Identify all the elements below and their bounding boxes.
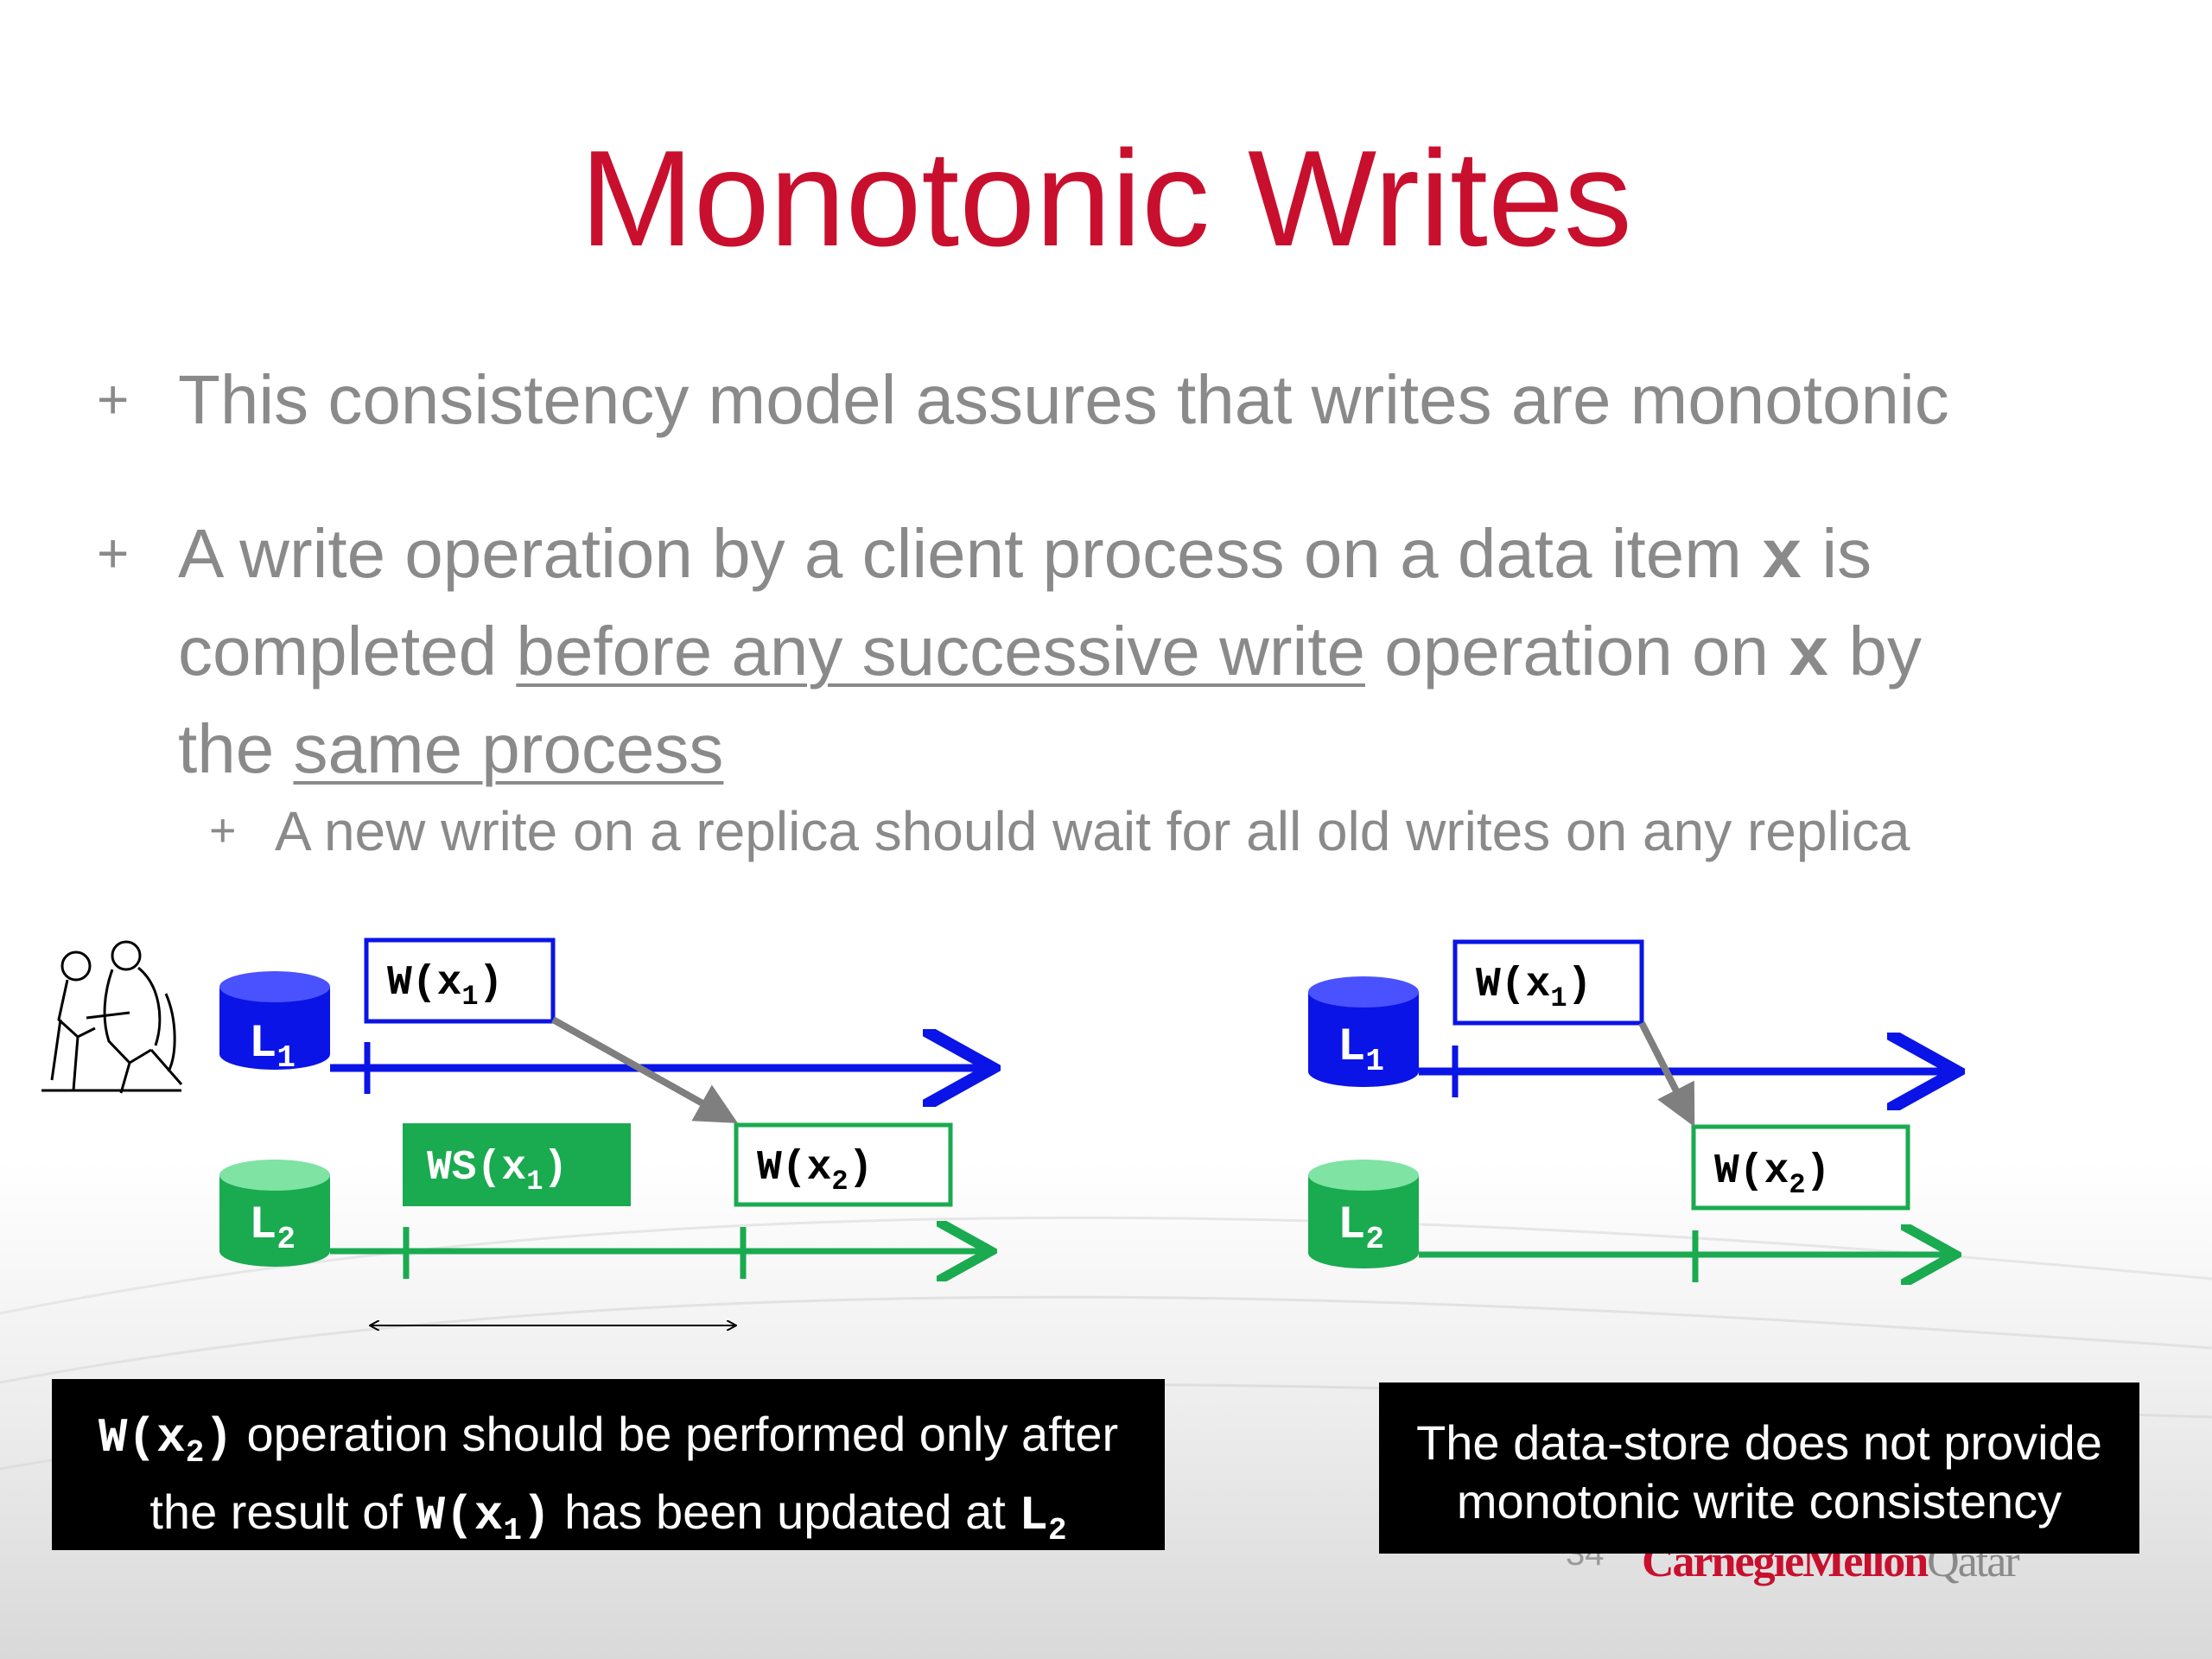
bullet-marker: + xyxy=(97,522,130,584)
l2-label-left: L2 xyxy=(249,1199,296,1257)
w-x1-label-right: W(x1) xyxy=(1476,962,1592,1014)
dependency-arrow-right xyxy=(1638,1021,1695,1128)
sub-bullet-marker: + xyxy=(209,804,237,856)
caption-right-line-1: The data-store does not provide xyxy=(1416,1415,2102,1470)
sub-bullet-new-write: A new write on a replica should wait for… xyxy=(275,800,1910,862)
replica-l1-right xyxy=(1308,976,1419,1087)
underline-same-process: same process xyxy=(293,710,724,787)
l1-label-right: L1 xyxy=(1338,1021,1384,1079)
w-x2-label-left: W(x2) xyxy=(757,1145,873,1198)
slide-title: Monotonic Writes xyxy=(580,123,1632,275)
caption-left-line-1: W(x2) operation should be performed only… xyxy=(98,1407,1119,1471)
w-x2-box-right xyxy=(1691,1124,1910,1211)
replica-l1-left xyxy=(219,971,330,1070)
bullet-write-operation: A write operation by a client process on… xyxy=(178,508,2122,795)
caption-left: W(x2) operation should be performed only… xyxy=(52,1379,1165,1550)
w-x1-label-left: W(x1) xyxy=(387,960,503,1013)
l2-label-right: L2 xyxy=(1338,1199,1384,1257)
replica-l2-left xyxy=(219,1160,330,1267)
ws-x1-box-left xyxy=(403,1123,631,1206)
caption-right-line-2: monotonic write consistency xyxy=(1456,1474,2063,1529)
bullet-line-3: the same process xyxy=(178,710,724,787)
ws-x1-label-left: WS(x1) xyxy=(427,1145,568,1198)
caption-left-line-2: the result of W(x1) has been updated at … xyxy=(149,1484,1067,1549)
w-x2-box-left xyxy=(734,1122,953,1207)
caption-right: The data-store does not provide monotoni… xyxy=(1379,1382,2139,1554)
l1-label-left: L1 xyxy=(249,1018,296,1076)
w-x1-box-right xyxy=(1452,939,1644,1026)
replica-l2-right xyxy=(1308,1160,1419,1268)
bullet-line-1: A write operation by a client process on… xyxy=(178,515,1872,599)
w-x2-label-right: W(x2) xyxy=(1714,1148,1830,1201)
bullet-marker: + xyxy=(97,368,130,430)
w-x1-box-left xyxy=(364,938,556,1024)
bullet-consistency-model: This consistency model assures that writ… xyxy=(178,361,1949,438)
client-person-icon xyxy=(41,940,183,1094)
underline-before-any-successive-write: before any successive write xyxy=(516,613,1365,690)
bullet-line-2: completed before any successive write op… xyxy=(178,613,1923,696)
dependency-arrow-left xyxy=(551,1016,738,1123)
